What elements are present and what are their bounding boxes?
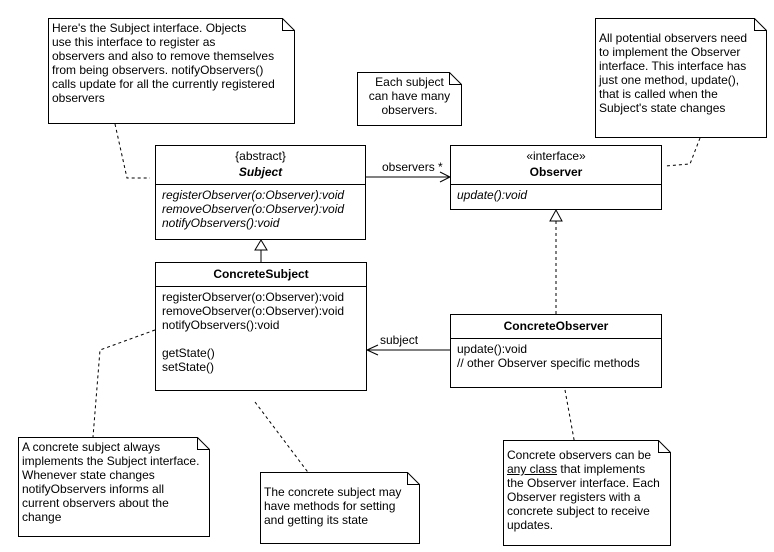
note-shape bbox=[18, 437, 210, 537]
note-anchor-concrete-subject-implements bbox=[92, 329, 156, 438]
note-shape bbox=[595, 18, 767, 138]
subject-association-label: subject bbox=[380, 333, 419, 347]
concrete-subject-op-getstate: getState() bbox=[162, 346, 215, 360]
subject-association-arrowhead bbox=[365, 344, 379, 356]
concrete-observer-header: ConcreteObserver bbox=[451, 315, 661, 339]
note-concrete-subject-implements: A concrete subject always implements the… bbox=[18, 437, 210, 537]
concrete-subject-name: ConcreteSubject bbox=[213, 267, 309, 281]
concrete-subject-op-setstate: setState() bbox=[162, 360, 215, 374]
note-shape bbox=[48, 18, 295, 124]
observer-op-update: update():void bbox=[457, 188, 528, 202]
concrete-observer-operations: update():void // other Observer specific… bbox=[451, 339, 661, 373]
observer-realization-triangle bbox=[549, 208, 563, 222]
subject-generalization-triangle bbox=[254, 239, 268, 251]
note-concrete-observers-text: Concrete observers can be any class that… bbox=[507, 443, 667, 532]
concrete-observer-op-other: // other Observer specific methods bbox=[457, 356, 640, 370]
subject-stereotype: {abstract} bbox=[235, 149, 286, 163]
subject-op-remove: removeObserver(o:Observer):void bbox=[162, 202, 345, 216]
observer-interface: «interface» Observer update():void bbox=[450, 145, 662, 210]
note-anchor-concrete-subject-methods bbox=[254, 401, 311, 476]
observer-interface-header: «interface» Observer bbox=[451, 146, 661, 185]
note-shape bbox=[503, 440, 671, 546]
concrete-subject-header: ConcreteSubject bbox=[156, 263, 366, 287]
concrete-subject-op-register: registerObserver(o:Observer):void bbox=[162, 290, 345, 304]
note-anchor-concrete-observers bbox=[564, 389, 576, 446]
concrete-observer-class: ConcreteObserver update():void // other … bbox=[450, 314, 662, 388]
concrete-observer-name: ConcreteObserver bbox=[503, 319, 609, 333]
concrete-subject-op-remove: removeObserver(o:Observer):void bbox=[162, 304, 345, 318]
note-shape bbox=[260, 472, 420, 544]
note-observer-interface: All potential observers need to implemen… bbox=[595, 18, 767, 138]
note-concrete-observers: Concrete observers can be any class that… bbox=[503, 440, 671, 546]
subject-class-name: Subject bbox=[238, 165, 283, 179]
concrete-subject-operations: registerObserver(o:Observer):void remove… bbox=[156, 287, 366, 377]
note-concrete-observers-line1: Concrete observers can be bbox=[507, 448, 652, 462]
note-many-observers-text: Each subject can have many observers. bbox=[368, 75, 451, 117]
concrete-subject-class: ConcreteSubject registerObserver(o:Obser… bbox=[155, 262, 367, 391]
note-concrete-subject-methods-text: The concrete subject may have methods fo… bbox=[264, 485, 402, 527]
observers-association-label: observers * bbox=[382, 160, 443, 174]
subject-class-header: {abstract} Subject bbox=[156, 146, 365, 185]
note-concrete-subject-methods: The concrete subject may have methods fo… bbox=[260, 472, 420, 544]
operations-gap bbox=[162, 332, 360, 346]
note-subject-interface-text: Here's the Subject interface. Objects us… bbox=[52, 21, 275, 105]
concrete-observer-op-update: update():void bbox=[457, 342, 528, 356]
observer-interface-name: Observer bbox=[529, 165, 583, 179]
observer-operations: update():void bbox=[451, 185, 661, 205]
subject-op-register: registerObserver(o:Observer):void bbox=[162, 188, 345, 202]
note-concrete-subject-implements-text: A concrete subject always implements the… bbox=[22, 440, 200, 524]
note-anchor-observer-interface bbox=[665, 137, 701, 167]
note-many-observers: Each subject can have many observers. bbox=[357, 72, 462, 126]
observer-stereotype: «interface» bbox=[526, 149, 586, 163]
note-concrete-observers-rest: that implements the Observer interface. … bbox=[507, 462, 660, 532]
concrete-subject-op-notify: notifyObservers():void bbox=[162, 318, 280, 332]
subject-class: {abstract} Subject registerObserver(o:Ob… bbox=[155, 145, 366, 240]
subject-operations: registerObserver(o:Observer):void remove… bbox=[156, 185, 365, 233]
note-anchor-subject-interface bbox=[114, 123, 150, 179]
subject-op-notify: notifyObservers():void bbox=[162, 216, 280, 230]
note-subject-interface: Here's the Subject interface. Objects us… bbox=[48, 18, 295, 124]
note-observer-interface-text: All potential observers need to implemen… bbox=[599, 31, 748, 115]
note-any-class-underlined: any class bbox=[507, 462, 558, 476]
note-shape bbox=[357, 72, 462, 126]
